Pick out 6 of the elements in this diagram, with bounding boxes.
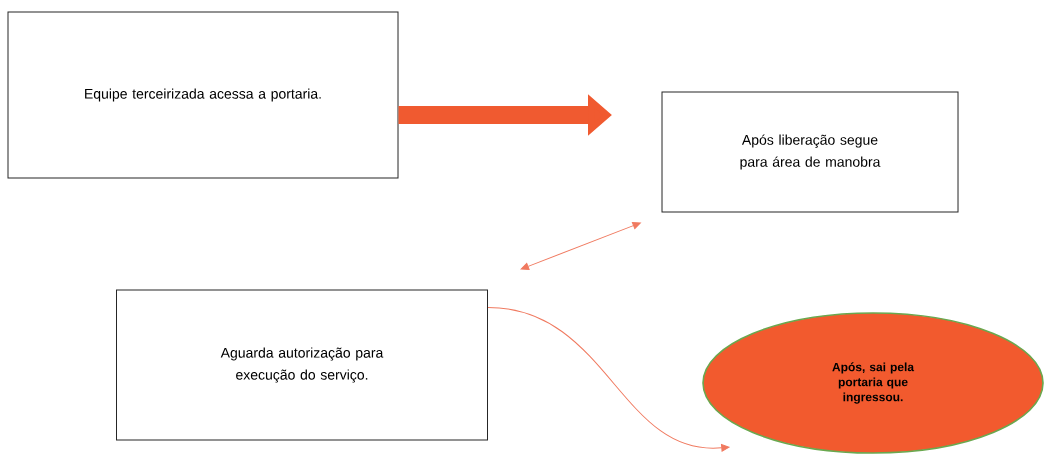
arrow (520, 221, 641, 271)
process-box: Equipe terceirizada acessa a portaria. (7, 11, 399, 179)
oval-node: Após, sai pela portaria que ingressou. (702, 312, 1044, 454)
process-box: Após liberação segue para área de manobra (661, 91, 959, 213)
process-box: Aguarda autorização para execução do serviço. (116, 289, 488, 441)
arrow (487, 307, 730, 452)
